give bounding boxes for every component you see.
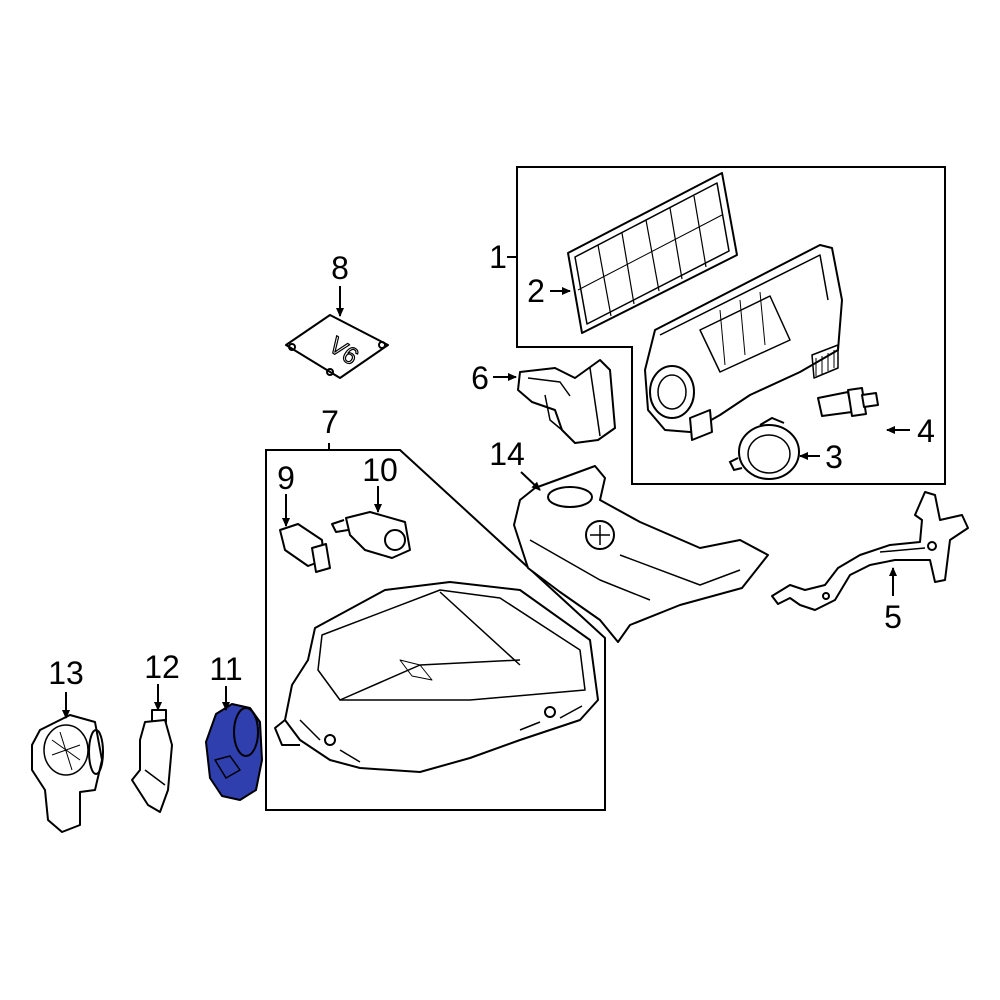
- callout-7: 7: [321, 404, 339, 440]
- mass-air-flow-ring[interactable]: [728, 416, 800, 480]
- throttle-bracket[interactable]: [131, 709, 173, 813]
- callout-9: 9: [277, 460, 295, 496]
- callout-3: 3: [825, 439, 843, 475]
- pressure-sensor[interactable]: [279, 523, 331, 573]
- callout-4: 4: [917, 413, 935, 449]
- group-box-1: [516, 166, 946, 485]
- group-box-7: [265, 449, 606, 811]
- callout-8: 8: [331, 250, 349, 286]
- throttle-body[interactable]: [205, 703, 263, 801]
- mounting-bracket[interactable]: [771, 491, 969, 611]
- intake-air-temp-sensor[interactable]: [817, 387, 879, 417]
- leader-lines: [62, 256, 910, 719]
- air-cleaner-housing[interactable]: [644, 244, 843, 441]
- air-filter-element[interactable]: [567, 172, 738, 334]
- engine-cover[interactable]: [513, 465, 769, 643]
- callout-1: 1: [489, 239, 507, 275]
- callout-10: 10: [362, 452, 398, 488]
- callout-5: 5: [884, 599, 902, 635]
- throttle-assembly[interactable]: [31, 714, 104, 833]
- engine-cover-plate[interactable]: V6: [285, 314, 389, 379]
- intake-duct[interactable]: [517, 359, 616, 444]
- callout-11: 11: [209, 651, 242, 687]
- callout-14: 14: [489, 436, 525, 472]
- control-valve[interactable]: [331, 511, 411, 559]
- callout-13: 13: [48, 655, 84, 691]
- intake-manifold[interactable]: [274, 581, 599, 773]
- callout-labels: 1 2 3 4 5 6 7 8 9 10 11 12 13 14: [48, 239, 935, 691]
- callout-12: 12: [144, 649, 180, 685]
- callout-6: 6: [471, 360, 489, 396]
- callout-2: 2: [527, 273, 545, 309]
